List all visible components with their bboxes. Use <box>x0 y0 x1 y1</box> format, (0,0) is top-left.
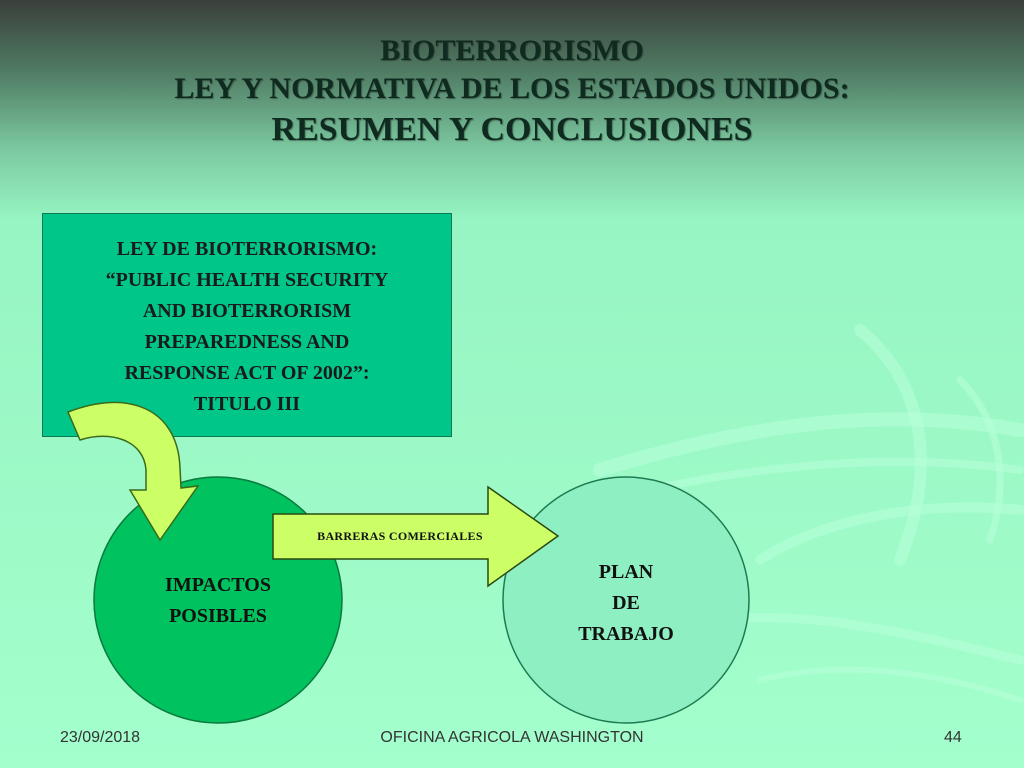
law-box-line: RESPONSE ACT OF 2002”: <box>124 362 370 384</box>
law-box-line: “PUBLIC HEALTH SECURITY <box>105 269 389 291</box>
slide-title: BIOTERRORISMO LEY Y NORMATIVA DE LOS EST… <box>0 32 1024 152</box>
footer-page-number: 44 <box>944 729 962 746</box>
law-box: LEY DE BIOTERRORISMO: “PUBLIC HEALTH SEC… <box>42 213 452 437</box>
footer-date: 23/09/2018 <box>60 729 141 746</box>
title-line-3: RESUMEN Y CONCLUSIONES <box>271 111 753 148</box>
impacts-label: IMPACTOS POSIBLES <box>118 570 318 632</box>
plan-label: PLAN DE TRABAJO <box>526 557 726 650</box>
plan-circle <box>502 476 750 724</box>
arrow-label: BARRERAS COMERCIALES <box>317 529 483 543</box>
plan-label-line: TRABAJO <box>578 623 674 645</box>
law-box-line: PREPAREDNESS AND <box>144 331 350 353</box>
impacts-label-line: POSIBLES <box>169 605 267 627</box>
plan-label-line: DE <box>612 592 640 614</box>
barreras-arrow <box>272 485 560 588</box>
law-box-line: AND BIOTERRORISM <box>142 300 352 322</box>
title-line-2: LEY Y NORMATIVA DE LOS ESTADOS UNIDOS: <box>174 72 850 105</box>
footer-center: OFICINA AGRICOLA WASHINGTON <box>380 729 644 746</box>
plan-label-line: PLAN <box>598 561 654 583</box>
impacts-label-line: IMPACTOS <box>165 574 271 596</box>
curved-arrow <box>67 401 200 542</box>
title-line-1: BIOTERRORISMO <box>380 34 644 67</box>
law-box-line: TITULO III <box>193 393 301 415</box>
law-box-line: LEY DE BIOTERRORISMO: <box>116 238 378 260</box>
